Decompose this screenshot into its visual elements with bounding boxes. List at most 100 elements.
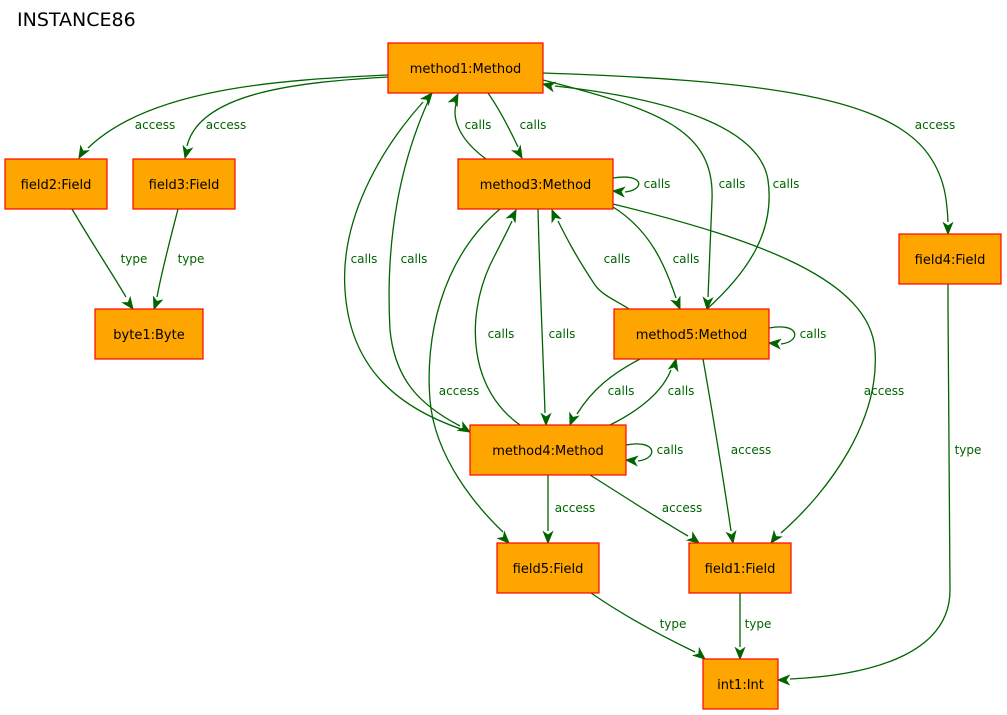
edge-label: access	[135, 118, 175, 132]
edge-label: calls	[549, 327, 576, 341]
edge-label: calls	[465, 118, 492, 132]
edge-label: access	[555, 501, 595, 515]
edge-method3-to-field5: access	[428, 208, 510, 544]
node-label: method3:Method	[480, 178, 592, 193]
edge-line	[554, 85, 770, 310]
node-box[interactable]	[613, 308, 770, 360]
edge-line	[590, 592, 696, 653]
node-box[interactable]	[4, 158, 108, 210]
node-label: field4:Field	[915, 253, 986, 268]
edge-field3-to-byte1: type	[152, 208, 204, 311]
edge-line	[186, 76, 389, 147]
node-field4[interactable]: field4:Field	[898, 233, 1002, 285]
edge-label: calls	[673, 252, 700, 266]
edge-method1-to-method3: calls	[487, 92, 546, 160]
edge-label: access	[864, 384, 904, 398]
edge-method3-to-method3: calls	[611, 176, 670, 198]
arrowhead-icon	[776, 674, 791, 686]
arrowhead-icon	[551, 208, 562, 224]
node-box[interactable]	[132, 158, 236, 210]
edge-method3-to-method1: calls	[447, 92, 492, 160]
node-box[interactable]	[496, 542, 600, 594]
node-box[interactable]	[457, 158, 614, 210]
edge-label: type	[660, 617, 687, 631]
edge-method1-to-method5: calls	[542, 79, 745, 311]
node-int1[interactable]: int1:Int	[702, 658, 779, 710]
node-method5[interactable]: method5:Method	[613, 308, 770, 360]
arrowhead-icon	[725, 529, 737, 545]
edge-method4-to-field1: access	[589, 474, 702, 544]
node-byte1[interactable]: byte1:Byte	[94, 308, 204, 360]
edge-line	[612, 176, 640, 193]
edge-label: access	[731, 443, 771, 457]
edge-method4-to-method3: calls	[474, 208, 521, 426]
edge-method1-to-method4: calls	[388, 92, 472, 433]
node-method1[interactable]: method1:Method	[387, 42, 544, 94]
edge-method5-to-method1: calls	[541, 81, 800, 310]
edge-label: calls	[800, 327, 827, 341]
edge-label: access	[662, 501, 702, 515]
node-box[interactable]	[898, 233, 1002, 285]
edge-method5-to-method4: calls	[569, 358, 641, 427]
arrowhead-icon	[540, 412, 552, 427]
edge-field4-to-int1: type	[776, 283, 981, 686]
edge-label: type	[121, 252, 148, 266]
edge-label: type	[745, 617, 772, 631]
node-field1[interactable]: field1:Field	[688, 542, 792, 594]
edge-method3-to-method4: calls	[537, 208, 576, 427]
edge-line	[156, 208, 179, 298]
edge-line	[542, 72, 949, 223]
edge-method1-to-field4: access	[542, 72, 955, 236]
edge-label: calls	[351, 252, 378, 266]
node-label: int1:Int	[717, 678, 764, 693]
edge-line	[474, 220, 521, 426]
node-box[interactable]	[688, 542, 792, 594]
node-label: method5:Method	[636, 328, 748, 343]
node-method3[interactable]: method3:Method	[457, 158, 614, 210]
arrowhead-icon	[121, 295, 134, 311]
node-box[interactable]	[469, 424, 627, 476]
arrowhead-icon	[447, 92, 459, 108]
node-box[interactable]	[387, 42, 544, 94]
node-field2[interactable]: field2:Field	[4, 158, 108, 210]
node-label: field1:Field	[705, 562, 776, 577]
node-field5[interactable]: field5:Field	[496, 542, 600, 594]
arrowhead-icon	[541, 81, 557, 93]
edge-method4-to-method1: calls	[343, 91, 471, 433]
node-box[interactable]	[94, 308, 204, 360]
arrowhead-icon	[767, 338, 782, 350]
edge-line	[537, 208, 546, 414]
arrowhead-icon	[611, 186, 626, 198]
edge-line	[612, 203, 876, 534]
edge-label: calls	[773, 177, 800, 191]
edge-label: calls	[668, 384, 695, 398]
arrowhead-icon	[569, 411, 580, 427]
edge-field2-to-byte1: type	[71, 208, 148, 311]
edge-field1-to-int1: type	[734, 592, 772, 661]
edge-line	[557, 220, 630, 310]
edge-method1-to-field3: access	[182, 76, 389, 160]
node-method4[interactable]: method4:Method	[469, 424, 627, 476]
edge-line	[454, 103, 487, 160]
node-box[interactable]	[702, 658, 779, 710]
edge-label: access	[915, 118, 955, 132]
nodes-layer: method1:Method field2:Field field3:Field me…	[4, 42, 1002, 710]
arrowhead-icon	[152, 295, 164, 311]
edge-method1-to-field2: access	[78, 74, 389, 160]
arrowhead-icon	[542, 530, 554, 545]
node-field3[interactable]: field3:Field	[132, 158, 236, 210]
edge-line	[388, 92, 461, 427]
edge-line	[576, 358, 641, 415]
edge-line	[612, 206, 677, 299]
arrowhead-icon	[670, 295, 681, 311]
arrowhead-icon	[734, 646, 746, 661]
arrowhead-icon	[496, 530, 510, 544]
edge-method3-to-method5: calls	[612, 206, 700, 311]
node-label: method1:Method	[410, 62, 522, 77]
edge-method5-to-method3: calls	[551, 208, 630, 310]
edge-line	[789, 283, 951, 680]
edge-method5-to-method5: calls	[767, 326, 827, 350]
edge-label: access	[206, 118, 246, 132]
